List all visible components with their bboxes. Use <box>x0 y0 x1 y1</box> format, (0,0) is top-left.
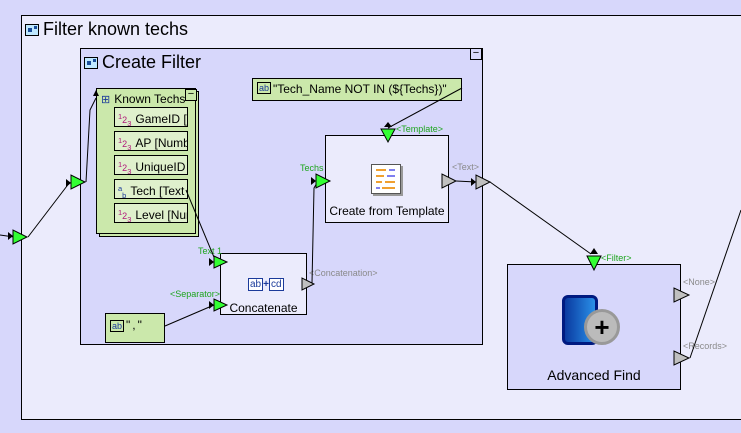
output-port-none[interactable] <box>673 287 691 303</box>
advanced-find-node[interactable]: + Advanced Find <box>507 264 681 390</box>
known-techs-header: ⊞ Known Techs <box>101 92 185 106</box>
output-port-group[interactable] <box>475 174 492 190</box>
input-port-separator[interactable] <box>213 298 229 312</box>
separator-constant-node[interactable]: ab "," <box>105 313 165 343</box>
output-port-text[interactable] <box>441 173 458 189</box>
template-constant-node[interactable]: ab "Tech_Name NOT IN (${Techs})" <box>252 78 462 101</box>
wire-concat-to-techs[interactable] <box>311 180 319 284</box>
port-label-records: <Records> <box>683 341 728 351</box>
text-constant-icon: ab <box>257 82 272 94</box>
number-type-icon: 123 <box>118 112 132 127</box>
number-type-icon: 123 <box>118 136 132 151</box>
group-title-text: Create Filter <box>102 52 202 72</box>
wire-outer-to-inner[interactable] <box>27 181 71 238</box>
port-label-none: <None> <box>683 277 716 287</box>
input-port-inner[interactable] <box>70 174 87 190</box>
wire-group-output-to-filter[interactable] <box>489 181 592 255</box>
input-port-outer[interactable] <box>12 229 29 245</box>
input-port-techs[interactable] <box>315 173 332 189</box>
group-title-create-filter: Create Filter <box>84 52 201 73</box>
text-type-icon: ab <box>118 184 127 199</box>
arrowhead-icon <box>66 179 71 187</box>
template-icon <box>371 164 401 194</box>
concatenate-node[interactable]: ab + cd Concatenate <box>220 253 307 315</box>
field-label: AP [Numbe <box>135 136 187 150</box>
group-icon <box>84 56 98 69</box>
port-label-template: <Template> <box>396 124 444 134</box>
arrowhead-icon <box>311 177 316 185</box>
output-port-records[interactable] <box>673 350 691 366</box>
port-label-separator: <Separator> <box>170 289 221 299</box>
port-label-text1: Text 1 <box>198 246 223 256</box>
field-label: UniqueID [ <box>135 160 188 174</box>
arrowhead-icon <box>471 178 476 186</box>
template-constant-value: "Tech_Name NOT IN (${Techs})" <box>273 82 447 96</box>
group-title-text: Filter known techs <box>43 19 189 39</box>
arrowhead-icon <box>93 90 99 96</box>
port-label-filter: <Filter> <box>601 253 632 263</box>
create-from-template-node[interactable]: Create from Template <box>325 135 449 223</box>
arrowhead-icon <box>384 122 392 127</box>
collapse-button[interactable]: − <box>470 48 482 60</box>
field-label: GameID [N <box>135 112 187 126</box>
arrowhead-icon <box>209 301 214 309</box>
output-port-concatenation[interactable] <box>301 277 316 291</box>
wire-records-out[interactable] <box>689 209 741 359</box>
port-label-concatenation: <Concatenation> <box>309 268 378 278</box>
text-constant-icon: ab <box>110 320 125 332</box>
wire-separator-constant[interactable] <box>164 304 215 327</box>
wire-tech-to-text1[interactable] <box>185 189 217 263</box>
field-label: Tech [Text <box>130 184 185 198</box>
wire-template-constant[interactable] <box>387 87 463 129</box>
input-port-text1[interactable] <box>213 255 229 269</box>
collapse-button[interactable]: − <box>185 89 197 101</box>
wire-inner-to-known-techs[interactable] <box>85 97 97 183</box>
magnifier-plus-icon: + <box>584 309 620 345</box>
field-label: Level [Num <box>135 208 187 222</box>
input-port-filter[interactable] <box>586 255 602 272</box>
known-techs-title: Known Techs <box>114 92 186 106</box>
arrowhead-icon <box>8 232 13 240</box>
concat-left-text: ab <box>248 278 264 291</box>
input-port-template[interactable] <box>380 128 396 144</box>
number-type-icon: 123 <box>118 208 132 223</box>
node-label: Advanced Find <box>547 367 641 383</box>
table-icon: ⊞ <box>101 93 111 106</box>
group-title-filter-known-techs: Filter known techs <box>25 19 188 40</box>
concat-right-text: cd <box>268 278 284 291</box>
arrowhead-icon <box>590 248 598 254</box>
node-label: Concatenate <box>229 301 298 315</box>
node-label: Create from Template <box>329 204 445 218</box>
concatenate-icon: ab + cd <box>248 278 284 291</box>
port-label-text: <Text> <box>452 162 480 172</box>
number-type-icon: 123 <box>118 160 132 175</box>
separator-constant-value: "," <box>126 318 144 332</box>
port-label-techs: Techs <box>300 163 324 173</box>
arrowhead-icon <box>209 258 214 266</box>
group-icon <box>25 23 39 36</box>
